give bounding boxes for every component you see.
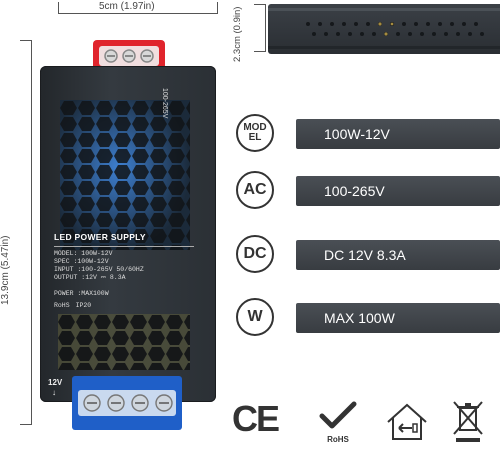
input-terminal-block bbox=[93, 40, 165, 80]
label-line-power: POWER :MAX100W bbox=[54, 290, 109, 297]
label-ip20-mark: IP20 bbox=[75, 302, 92, 309]
length-dimension bbox=[20, 40, 32, 425]
ac-badge-label: AC bbox=[243, 181, 267, 198]
spec-value-model: 100W-12V bbox=[296, 119, 500, 149]
height-label: 2.3cm (0.9in) bbox=[232, 6, 243, 62]
width-label: 5cm (1.97in) bbox=[96, 1, 158, 12]
spec-row-ac: 100-265V AC bbox=[232, 171, 500, 211]
side-vent-pattern bbox=[268, 8, 500, 49]
power-supply-device: 100-265V LED POWER SUPPLY MODEL: 100W-12… bbox=[38, 40, 220, 430]
bottom-vent-grid bbox=[58, 314, 190, 370]
device-body: 100-265V LED POWER SUPPLY MODEL: 100W-12… bbox=[40, 66, 216, 402]
watt-badge-icon: W bbox=[236, 298, 274, 336]
spec-row-dc: DC 12V 8.3A DC bbox=[232, 235, 500, 275]
device-title: LED POWER SUPPLY bbox=[54, 232, 146, 242]
dc-badge-icon: DC bbox=[236, 235, 274, 273]
top-vent-grid bbox=[60, 100, 190, 250]
height-dimension bbox=[254, 4, 266, 52]
length-label: 13.9cm (5.47in) bbox=[0, 235, 11, 305]
width-dimension: 5cm (1.97in) bbox=[58, 1, 218, 14]
output-terminal-block bbox=[72, 376, 182, 430]
label-line-input: INPUT :100-265V 50/60HZ bbox=[54, 266, 144, 273]
rohs-label: RoHS bbox=[327, 435, 349, 444]
indoor-use-house-icon bbox=[384, 402, 430, 442]
device-side-view bbox=[268, 4, 500, 54]
label-line-spec: SPEC :100W-12V bbox=[54, 258, 109, 265]
product-label: LED POWER SUPPLY MODEL: 100W-12V SPEC :1… bbox=[54, 232, 204, 312]
rohs-check-icon: RoHS bbox=[318, 400, 358, 446]
output-voltage-mark: 12V bbox=[48, 378, 63, 387]
spec-value-dc: DC 12V 8.3A bbox=[296, 240, 500, 270]
spec-value-ac: 100-265V bbox=[296, 176, 500, 206]
ac-badge-icon: AC bbox=[236, 171, 274, 209]
dc-badge-label: DC bbox=[243, 245, 267, 262]
weee-crossed-bin-icon bbox=[450, 398, 486, 444]
label-rohs-mark: RoHS bbox=[54, 302, 70, 309]
label-line-output: OUTPUT :12V ⎓ 8.3A bbox=[54, 274, 126, 281]
ce-mark-label: CE bbox=[232, 398, 280, 439]
watt-badge-label: W bbox=[247, 308, 263, 325]
spec-value-power: MAX 100W bbox=[296, 303, 500, 333]
spec-row-power: MAX 100W W bbox=[232, 298, 500, 338]
output-arrow-icon: ↓ bbox=[52, 388, 56, 397]
label-line-model: MODEL: 100W-12V bbox=[54, 250, 113, 257]
ce-mark-icon: CE bbox=[232, 398, 286, 439]
voltage-range-mark: 100-265V bbox=[161, 88, 168, 119]
